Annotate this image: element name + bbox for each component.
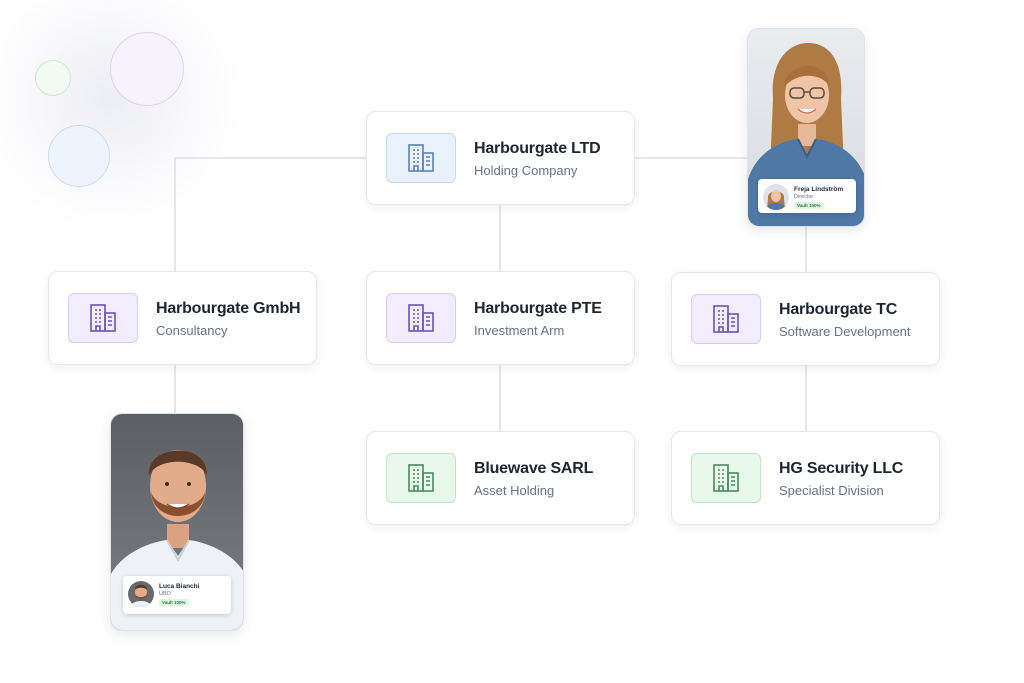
entity-name: Bluewave SARL xyxy=(474,460,594,477)
entity-type: Investment Arm xyxy=(474,323,565,338)
avatar xyxy=(128,581,154,607)
avatar-image xyxy=(128,581,154,607)
entity-type: Software Development xyxy=(779,324,911,339)
entity-type: Consultancy xyxy=(156,323,228,338)
avatar-image xyxy=(763,184,789,210)
entity-icon-box xyxy=(386,293,456,343)
entity-card-sarl[interactable]: Bluewave SARL Asset Holding xyxy=(366,431,635,525)
status-badge: Vault 100% xyxy=(159,599,189,606)
entity-name: Harbourgate GmbH xyxy=(156,300,301,317)
person-card-luca[interactable]: Luca Bianchi UBO Vault 100% xyxy=(110,413,244,631)
background-glow xyxy=(0,0,240,230)
building-icon xyxy=(408,144,434,172)
person-badge: Freja Lindström Director Vault 100% xyxy=(758,179,856,213)
entity-icon-box xyxy=(386,133,456,183)
person-card-freja[interactable]: Freja Lindström Director Vault 100% xyxy=(747,28,865,227)
building-icon xyxy=(713,464,739,492)
person-name: Luca Bianchi xyxy=(159,583,200,590)
decor-bubble-purple xyxy=(110,32,184,106)
person-role: Director xyxy=(794,194,814,200)
building-icon xyxy=(408,304,434,332)
entity-name: Harbourgate PTE xyxy=(474,300,602,317)
decor-bubble-blue xyxy=(48,125,110,187)
avatar xyxy=(763,184,789,210)
entity-card-tc[interactable]: Harbourgate TC Software Development xyxy=(671,272,940,366)
entity-type: Asset Holding xyxy=(474,483,555,498)
entity-name: Harbourgate LTD xyxy=(474,140,601,157)
entity-card-pte[interactable]: Harbourgate PTE Investment Arm xyxy=(366,271,635,365)
building-icon xyxy=(713,305,739,333)
entity-icon-box xyxy=(68,293,138,343)
entity-name: HG Security LLC xyxy=(779,460,904,477)
building-icon xyxy=(408,464,434,492)
person-role: UBO xyxy=(159,591,171,597)
entity-card-ltd[interactable]: Harbourgate LTD Holding Company xyxy=(366,111,635,205)
person-badge: Luca Bianchi UBO Vault 100% xyxy=(123,576,231,614)
decor-bubble-green xyxy=(35,60,71,96)
entity-icon-box xyxy=(691,453,761,503)
person-name: Freja Lindström xyxy=(794,186,844,193)
entity-card-gmbh[interactable]: Harbourgate GmbH Consultancy xyxy=(48,271,317,365)
entity-name: Harbourgate TC xyxy=(779,301,898,318)
entity-type: Specialist Division xyxy=(779,483,884,498)
entity-type: Holding Company xyxy=(474,163,578,178)
status-badge: Vault 100% xyxy=(794,202,824,209)
entity-icon-box xyxy=(691,294,761,344)
entity-icon-box xyxy=(386,453,456,503)
entity-card-security[interactable]: HG Security LLC Specialist Division xyxy=(671,431,940,525)
building-icon xyxy=(90,304,116,332)
